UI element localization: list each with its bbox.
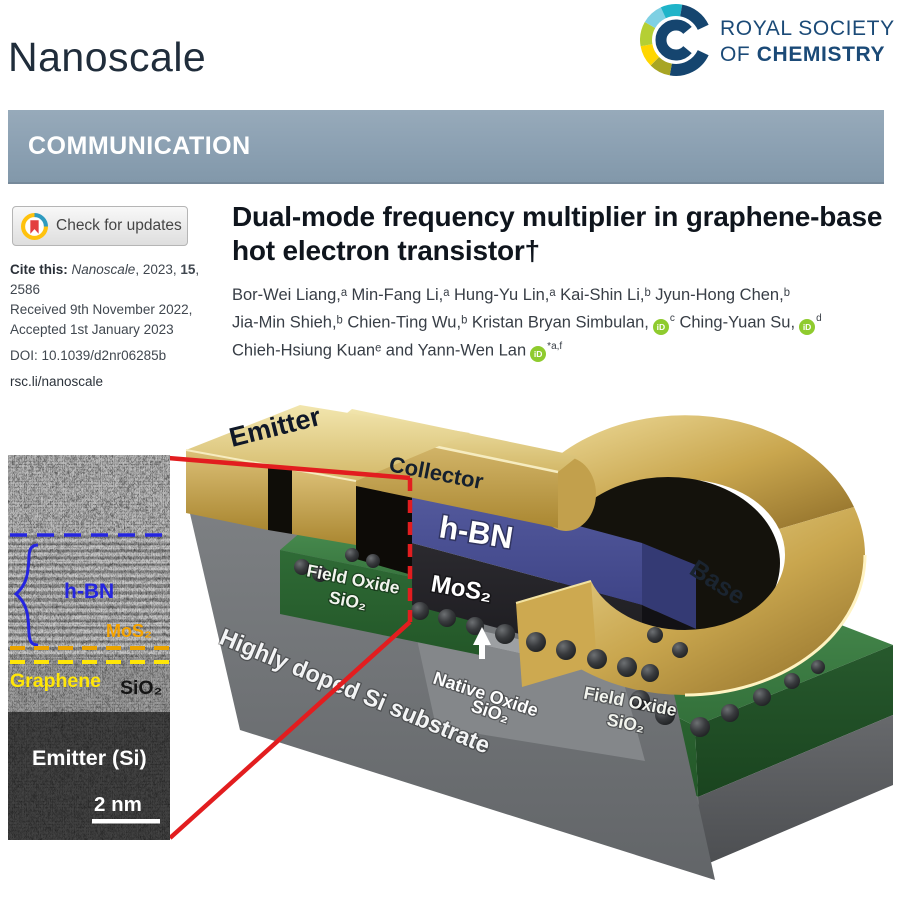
- article-title: Dual-mode frequency multiplier in graphe…: [232, 200, 887, 268]
- hbn-brace: [13, 543, 39, 647]
- rsc-text-chemistry: CHEMISTRY: [757, 43, 885, 66]
- emitter-electrode: [185, 405, 470, 545]
- rsc-text-line2: OF CHEMISTRY: [720, 43, 885, 66]
- orcid-icon[interactable]: iD: [530, 346, 547, 362]
- orcid-icon[interactable]: iD: [652, 318, 669, 335]
- affiliation-sup-d: d: [816, 313, 822, 324]
- corresponding-author-sup: *a,f: [547, 340, 563, 352]
- article-title-line1: Dual-mode frequency multiplier in graphe…: [232, 201, 883, 232]
- cite-volume: 15: [180, 262, 196, 277]
- base-ring-end-face: [516, 581, 597, 687]
- tem-mos2-label: MoS₂: [106, 621, 152, 641]
- author-line2-text1: Jia-Min Shieh,ᵇ Chien-Ting Wu,ᵇ Kristan …: [232, 313, 649, 332]
- author-line3-text1: Chieh-Hsiung Kuanᵉ and Yann-Wen Lan: [232, 341, 527, 359]
- h-bn-block-side: [642, 543, 696, 629]
- graphical-abstract-figure: Emitter Collector h-BN MoS₂ Base Field O…: [8, 401, 893, 880]
- affiliation-sup-c: c: [669, 313, 675, 324]
- tem-graphene-label: Graphene: [10, 670, 101, 692]
- rsc-logo: ROYAL SOCIETY OF CHEMISTRY: [640, 4, 894, 76]
- article-title-line2: hot electron transistor†: [232, 235, 540, 266]
- history-dates: Received 9th November 2022, Accepted 1st…: [10, 300, 230, 340]
- check-for-updates-label: Check for updates: [56, 217, 182, 234]
- cite-journal: Nanoscale: [71, 262, 136, 277]
- cite-year: , 2023,: [135, 262, 181, 277]
- article-type-label: COMMUNICATION: [28, 131, 251, 160]
- author-line-1: Bor-Wei Liang,ᵃ Min-Fang Li,ᵃ Hung-Yu Li…: [232, 286, 790, 304]
- accepted-date: Accepted 1st January 2023: [10, 322, 174, 337]
- emitter-gap-shadow: [356, 479, 412, 575]
- journal-title: Nanoscale: [8, 34, 207, 80]
- rsc-text-line1: ROYAL SOCIETY: [720, 17, 894, 40]
- author-line2-text2: Ching-Yuan Su,: [679, 313, 796, 332]
- zoom-callout-lines: [167, 455, 413, 840]
- received-date: Received 9th November 2022,: [10, 302, 193, 317]
- tem-scale-bar: [92, 819, 160, 824]
- author-line-2: Jia-Min Shieh,ᵇ Chien-Ting Wu,ᵇ Kristan …: [232, 307, 892, 335]
- tem-image-inset: h-BN MoS₂ Graphene SiO₂ Emitter (Si) 2 n…: [8, 455, 170, 840]
- cite-label: Cite this:: [10, 262, 68, 277]
- nanoparticle-spheres: [294, 548, 825, 737]
- tem-hbn-label: h-BN: [64, 580, 114, 603]
- device-3d-schematic: Emitter Collector h-BN MoS₂ Base Field O…: [185, 401, 893, 880]
- tem-sio2-label: SiO₂: [120, 677, 162, 699]
- cite-page: , 2586: [10, 262, 200, 297]
- orcid-icon[interactable]: iD: [799, 318, 816, 335]
- author-list: Bor-Wei Liang,ᵃ Min-Fang Li,ᵃ Hung-Yu Li…: [232, 284, 892, 362]
- tem-scale-label: 2 nm: [94, 793, 142, 816]
- crossmark-icon: [21, 212, 48, 240]
- tem-emitter-label: Emitter (Si): [32, 746, 147, 770]
- article-type-banner: COMMUNICATION: [8, 110, 884, 184]
- rsc-text-of: OF: [720, 43, 757, 66]
- doi: DOI: 10.1039/d2nr06285b: [10, 348, 167, 363]
- citation-line: Cite this: Nanoscale, 2023, 15, 2586: [10, 260, 225, 300]
- check-for-updates-button[interactable]: Check for updates: [12, 206, 188, 246]
- base-ring-front: [515, 507, 867, 697]
- journal-link[interactable]: rsc.li/nanoscale: [10, 374, 104, 389]
- rsc-logo-mark: [640, 4, 709, 76]
- h-bn-block: [412, 481, 642, 605]
- tem-labels: h-BN MoS₂ Graphene SiO₂ Emitter (Si) 2 n…: [10, 580, 162, 816]
